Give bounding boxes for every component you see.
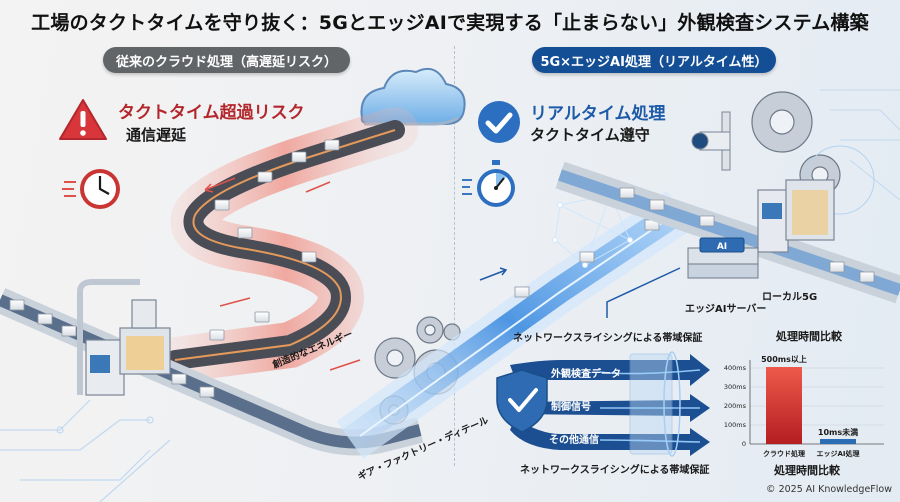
realtime-processing-title: リアルタイム処理 bbox=[530, 104, 666, 124]
processing-time-bar-chart: 0 100ms 200ms 300ms 400ms 500ms以上 10ms未満… bbox=[724, 354, 884, 458]
ytick: 0 bbox=[742, 440, 746, 448]
bar-label-cloud: 500ms以上 bbox=[761, 354, 807, 364]
cloud-processing-pill: 従来のクラウド処理（高遅延リスク） bbox=[103, 47, 350, 73]
bar-cloud-processing bbox=[766, 367, 802, 444]
edge-ai-server-icon bbox=[687, 237, 759, 279]
ytick: 100ms bbox=[724, 421, 747, 429]
bar-edge-ai-processing bbox=[820, 439, 856, 444]
slice-lane-inspection-data: 外観検査データ bbox=[551, 368, 621, 380]
page-title: 工場のタクトタイムを守り抜く：5GとエッジAIで実現する「止まらない」外観検査シ… bbox=[31, 12, 869, 34]
inspection-machine-right bbox=[757, 179, 835, 253]
inspection-machine-left bbox=[77, 279, 171, 396]
stopwatch-icon bbox=[462, 160, 515, 207]
category-edge: エッジAI処理 bbox=[816, 449, 859, 458]
local-5g-label: ローカル5G bbox=[762, 292, 818, 303]
edge-ai-server-label: エッジAIサーバー bbox=[685, 304, 767, 315]
edge-ai-processing-pill: 5G×エッジAI処理（リアルタイム性） bbox=[532, 47, 776, 73]
chart-title-top: 処理時間比較 bbox=[776, 330, 842, 343]
network-slicing-diagram bbox=[496, 351, 710, 457]
network-slicing-label-top: ネットワークスライシングによる帯域保証 bbox=[513, 333, 703, 344]
slice-lane-other-traffic: その他通信 bbox=[549, 434, 599, 446]
tact-time-risk-title: タクトタイム超過リスク bbox=[118, 103, 305, 123]
slice-lane-control-signal: 制御信号 bbox=[551, 401, 591, 413]
copyright-notice: © 2025 AI KnowledgeFlow bbox=[766, 484, 892, 495]
communication-delay-label: 通信遅延 bbox=[126, 126, 187, 144]
panel-divider bbox=[454, 46, 455, 466]
bar-label-edge: 10ms未満 bbox=[818, 427, 858, 437]
ytick: 400ms bbox=[724, 364, 747, 372]
checkmark-circle-icon bbox=[478, 101, 520, 143]
ytick: 300ms bbox=[724, 383, 747, 391]
network-slicing-label-bottom: ネットワークスライシングによる帯域保証 bbox=[520, 465, 710, 476]
camera-icon bbox=[691, 111, 731, 171]
chart-title: 処理時間比較 bbox=[774, 464, 840, 477]
clock-icon bbox=[62, 169, 120, 209]
ytick: 200ms bbox=[724, 402, 747, 410]
category-cloud: クラウド処理 bbox=[763, 449, 805, 458]
warning-triangle-icon bbox=[59, 99, 107, 140]
ai-chip-label: AI bbox=[717, 242, 727, 252]
tact-time-compliance-label: タクトタイム遵守 bbox=[530, 126, 650, 144]
